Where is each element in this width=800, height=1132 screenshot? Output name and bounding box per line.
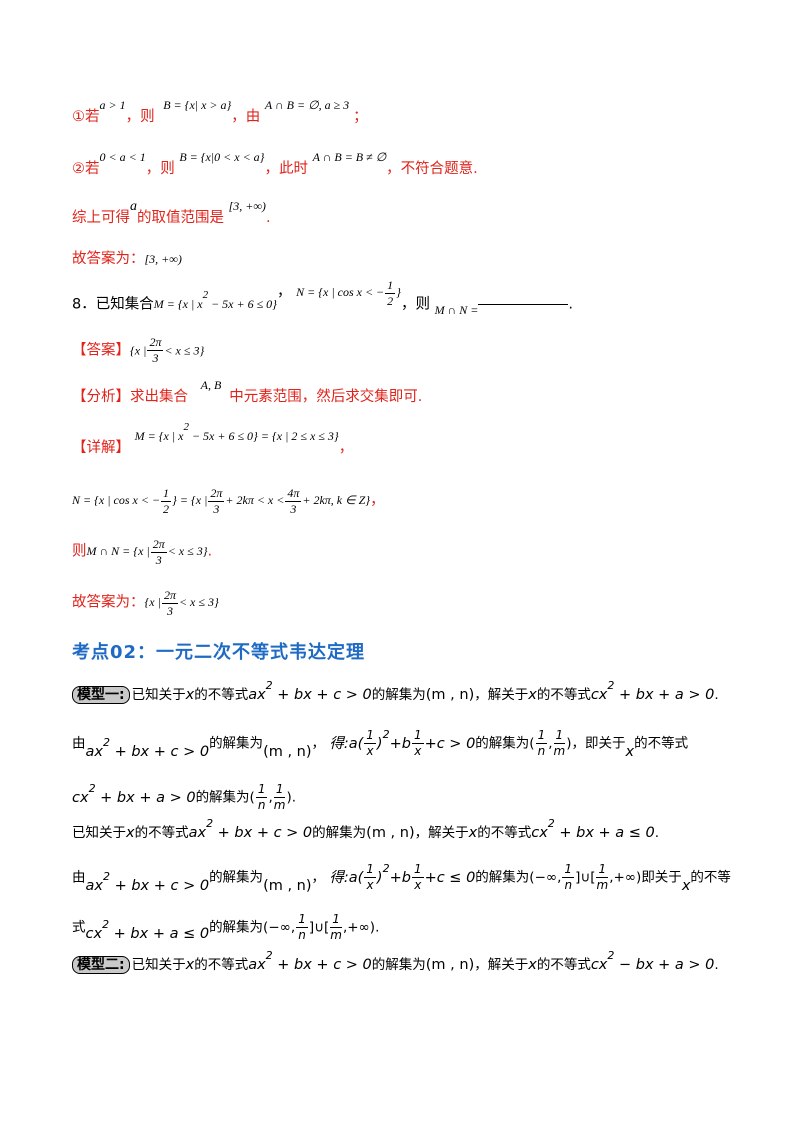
model-one-line: 模型一:已知关于x的不等式ax2 + bx + c > 0的解集为(m , n)…	[72, 680, 740, 704]
summary-line: 综上可得a的取值范围是 [3, +∞).	[72, 199, 271, 226]
model-one-variant-line: 已知关于x的不等式ax2 + bx + c > 0的解集为(m , n)，解关于…	[72, 817, 660, 841]
math-result: A ∩ B = ∅, a ≥ 3	[264, 98, 350, 112]
model-one-badge: 模型一:	[72, 686, 130, 704]
question-8: 8．已知集合M = {x | x2 − 5x + 6 ≤ 0}， N = {x …	[72, 278, 573, 318]
detail-block: 【详解】 M = {x | x2 − 5x + 6 ≤ 0} = {x | 2 …	[72, 421, 354, 456]
math-condition: 0 < a < 1	[99, 150, 146, 164]
math-condition: a > 1	[99, 98, 126, 112]
case-one-line: ①若a > 1，则 B = {x| x > a}，由 A ∩ B = ∅, a …	[72, 98, 368, 125]
math-result: A ∩ B = B ≠ ∅	[312, 150, 387, 164]
answer-blank[interactable]	[478, 303, 569, 305]
answer-line: 故答案为：[3, +∞)	[72, 251, 182, 267]
detail-tag: 【详解】	[72, 440, 130, 456]
math-range: [3, +∞)	[228, 199, 266, 213]
model-two-line: 模型二:已知关于x的不等式ax2 + bx + c > 0的解集为(m , n)…	[72, 950, 740, 974]
analysis-block: 【分析】求出集合 A, B中元素范围，然后求交集即可.	[72, 378, 423, 405]
analysis-tag: 【分析】	[72, 389, 130, 405]
section-heading: 考点02：一元二次不等式韦达定理	[72, 642, 366, 663]
answer-tag: 【答案】	[72, 342, 130, 359]
math-set-b: B = {x| x > a}	[163, 98, 232, 112]
case-two-line: ②若0 < a < 1，则 B = {x|0 < x < a}，此时 A ∩ B…	[72, 150, 478, 177]
math-set-b: B = {x|0 < x < a}	[179, 150, 265, 164]
model-two-badge: 模型二:	[72, 956, 130, 974]
